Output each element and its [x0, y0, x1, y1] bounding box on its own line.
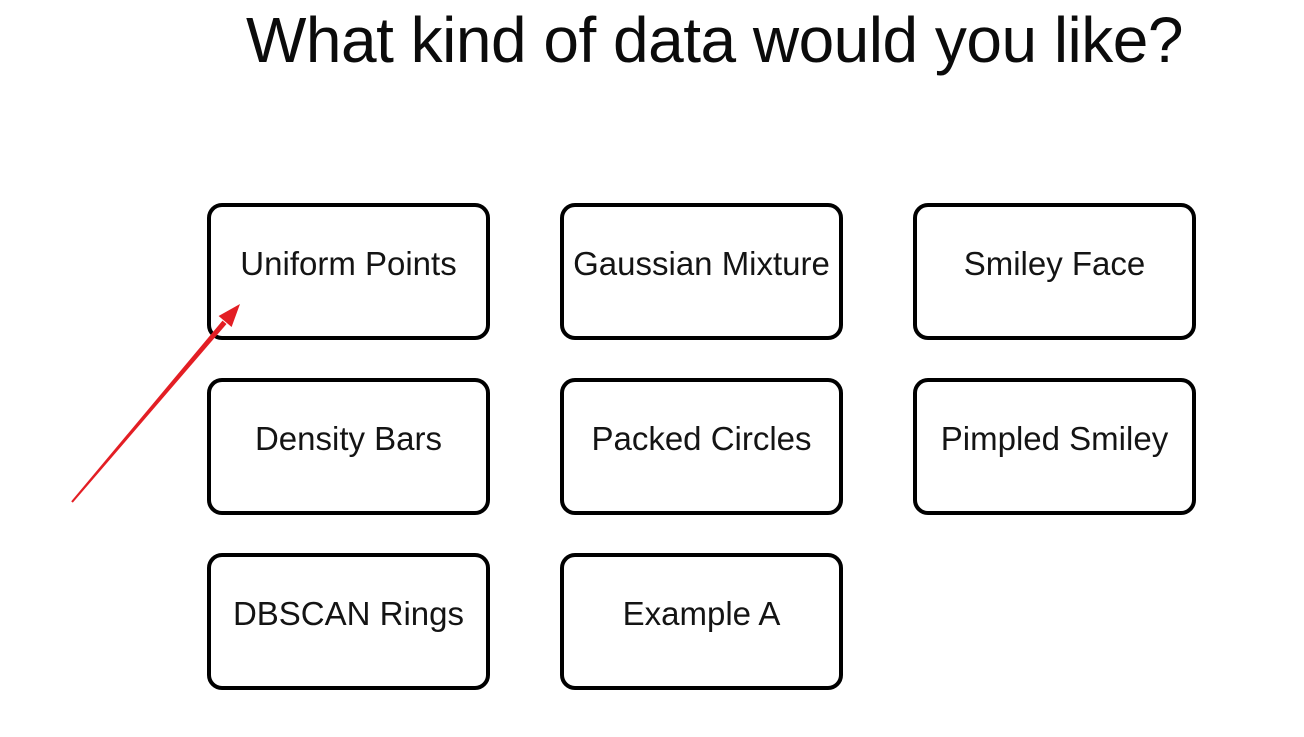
option-dbscan-rings[interactable]: DBSCAN Rings	[207, 553, 490, 690]
option-label: Density Bars	[254, 419, 443, 457]
option-packed-circles[interactable]: Packed Circles	[560, 378, 843, 515]
option-gaussian-mixture[interactable]: Gaussian Mixture	[560, 203, 843, 340]
page-title: What kind of data would you like?	[246, 4, 1183, 76]
option-example-a[interactable]: Example A	[560, 553, 843, 690]
option-label: Uniform Points	[240, 244, 457, 282]
option-label: Example A	[622, 594, 781, 632]
arrow-shaft	[71, 320, 227, 503]
option-pimpled-smiley[interactable]: Pimpled Smiley	[913, 378, 1196, 515]
option-label: Smiley Face	[963, 244, 1146, 282]
option-label: Gaussian Mixture	[573, 244, 830, 282]
option-label: Pimpled Smiley	[940, 419, 1169, 457]
option-density-bars[interactable]: Density Bars	[207, 378, 490, 515]
option-uniform-points[interactable]: Uniform Points	[207, 203, 490, 340]
option-label: DBSCAN Rings	[232, 594, 465, 632]
option-smiley-face[interactable]: Smiley Face	[913, 203, 1196, 340]
data-options-grid: Uniform Points Gaussian Mixture Smiley F…	[207, 203, 1196, 690]
option-label: Packed Circles	[591, 419, 812, 457]
